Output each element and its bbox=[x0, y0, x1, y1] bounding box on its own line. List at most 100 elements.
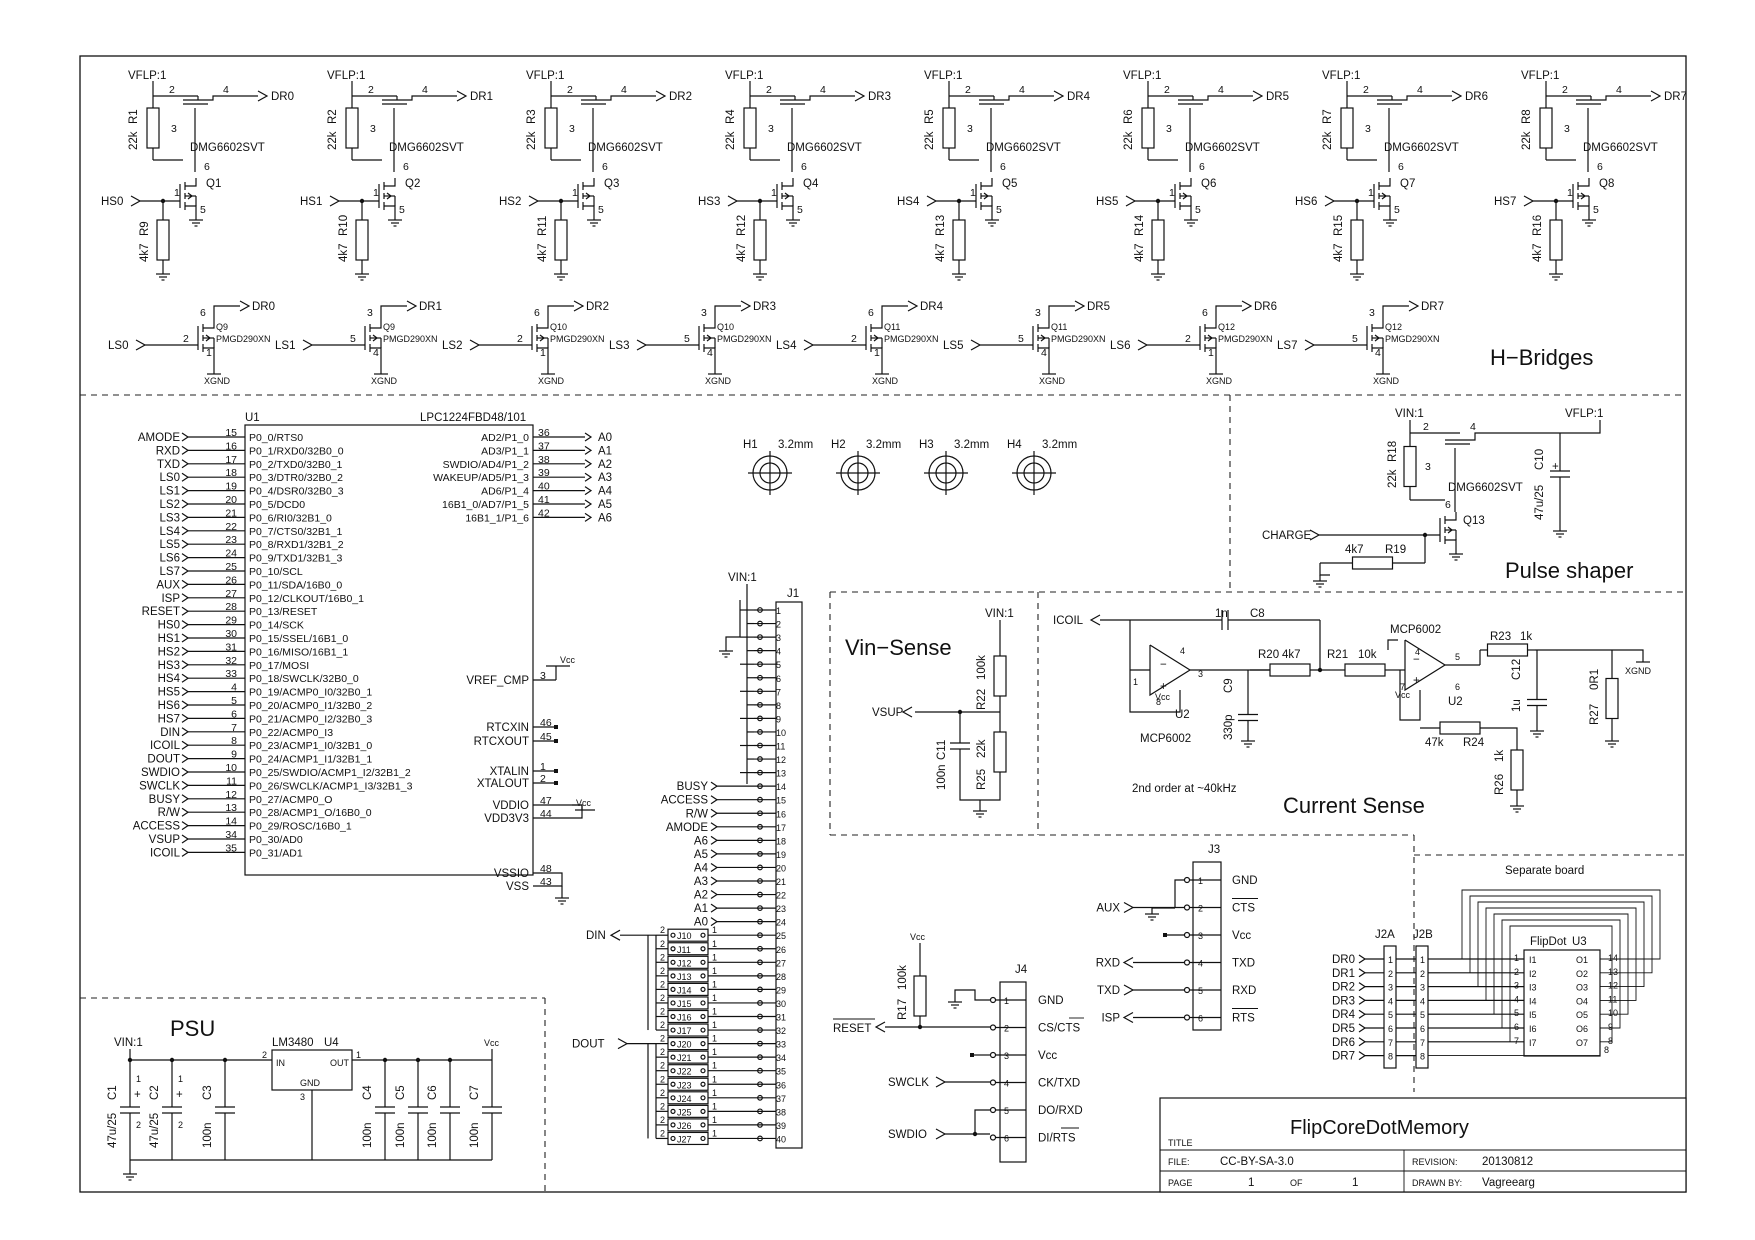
hole-size: 3.2mm bbox=[954, 439, 989, 451]
psu-cap-pin2: 2 bbox=[178, 1120, 183, 1130]
sep-u3-inpin: 4 bbox=[1514, 994, 1519, 1004]
mcu-left-port bbox=[181, 579, 190, 589]
ls-3-fet-drain bbox=[704, 320, 716, 329]
hb-4-out bbox=[1004, 95, 1054, 101]
jumper-pin bbox=[700, 1095, 706, 1101]
hb-0-pin2: 2 bbox=[169, 84, 175, 96]
hb-0-pin1: 1 bbox=[174, 187, 180, 199]
hb-7-pin5: 5 bbox=[1593, 204, 1599, 216]
hb-3-pd-val: 4k7 bbox=[736, 243, 748, 262]
j4-dot bbox=[972, 1131, 978, 1137]
hole-ref: H3 bbox=[919, 439, 934, 451]
hb-6-nfet-drain bbox=[1379, 178, 1391, 187]
hb-5-hs-arrow bbox=[1125, 195, 1137, 207]
jumper-pin bbox=[700, 932, 706, 938]
j1-pin-circle bbox=[757, 932, 763, 939]
sep-j2b-pin: 7 bbox=[1420, 1038, 1425, 1048]
hb-3-dr-label: DR3 bbox=[868, 91, 891, 103]
vin-r25-val: 22k bbox=[976, 739, 988, 758]
sep-u3-outpin: 9 bbox=[1608, 1022, 1613, 1032]
j4-pin-label: DI/RTS bbox=[1038, 1133, 1076, 1145]
ls-6-drain-wire bbox=[1215, 305, 1242, 320]
mcu-right-port bbox=[584, 472, 593, 482]
hb-2-rail-label: VFLP:1 bbox=[526, 70, 564, 82]
hb-7-nfet-drain bbox=[1578, 178, 1590, 187]
ls-3-part: PMGD290XN bbox=[717, 334, 772, 344]
sep-j2b: J2B bbox=[1413, 929, 1433, 941]
hb-4-pin2: 2 bbox=[965, 84, 971, 96]
ls-2-xgnd-label: XGND bbox=[538, 376, 565, 386]
mcu-left-port bbox=[181, 499, 190, 509]
psu-reg-body bbox=[271, 1049, 353, 1091]
mcu-left-fn: P0_12/CLKOUT/16B0_1 bbox=[249, 593, 364, 605]
mcu-left-pinno: 21 bbox=[225, 507, 237, 519]
ls-4-dr-label: DR4 bbox=[920, 301, 944, 313]
hb-5-nfet-source bbox=[1180, 205, 1192, 214]
current-sense-title: Current Sense bbox=[1283, 793, 1425, 818]
psu-title: PSU bbox=[170, 1016, 215, 1041]
jumper-pin bbox=[700, 1108, 706, 1114]
hb-4-q-label: Q5 bbox=[1002, 178, 1017, 190]
jumper-pin2: 2 bbox=[660, 1061, 665, 1071]
j3-pin-label: RTS bbox=[1232, 1013, 1255, 1025]
mcu-left-net: DIN bbox=[160, 727, 180, 739]
j1-pin-circle bbox=[757, 959, 763, 966]
ls-1-dr-label: DR1 bbox=[419, 301, 442, 313]
is-c9-val: 330p bbox=[1223, 714, 1235, 740]
j1-net: ACCESS bbox=[661, 795, 709, 807]
mcu-misc-pinno: 44 bbox=[540, 808, 552, 820]
mcu-left-port bbox=[181, 539, 190, 549]
hb-2-hs-arrow bbox=[528, 195, 540, 207]
j4-r17-body bbox=[913, 975, 927, 1017]
pulse-vin: VIN:1 bbox=[1395, 408, 1424, 420]
mcu-left-port bbox=[181, 526, 190, 536]
mcu-right-fn: WAKEUP/AD5/P1_3 bbox=[433, 472, 529, 484]
j1-ref: J1 bbox=[787, 588, 799, 600]
j4-pinno: 4 bbox=[1004, 1079, 1009, 1089]
ls-5-drain-wire bbox=[1048, 305, 1075, 320]
hb-4-rail-label: VFLP:1 bbox=[924, 70, 962, 82]
j4-pin-circle bbox=[989, 1106, 997, 1114]
j1-pin-circle bbox=[757, 634, 763, 640]
hb-5-pullup-ref: R6 bbox=[1123, 109, 1135, 124]
mcu-left-port bbox=[181, 566, 190, 576]
mcu-left-fn: P0_7/CTS0/32B1_1 bbox=[249, 526, 343, 538]
jumper-pin bbox=[700, 1000, 706, 1006]
is-xgnd-label: XGND bbox=[1625, 666, 1652, 676]
j1-net: A0 bbox=[694, 917, 708, 929]
j4-swclk: SWCLK bbox=[888, 1077, 929, 1089]
mcu-left-fn: P0_8/RXD1/32B1_2 bbox=[249, 539, 344, 551]
mcu-left-fn: P0_4/DSR0/32B0_3 bbox=[249, 486, 344, 498]
pulse-part: DMG6602SVT bbox=[1448, 482, 1523, 494]
hb-0-pin4: 4 bbox=[223, 84, 229, 96]
jumper-pin bbox=[700, 1013, 706, 1020]
j3-pinno: 3 bbox=[1198, 931, 1203, 941]
hb-5-pin3: 3 bbox=[1166, 123, 1172, 135]
ls-2-arrow bbox=[469, 339, 481, 351]
mcu-left-net: LS2 bbox=[160, 499, 180, 511]
hb-1-rail-label: VFLP:1 bbox=[327, 70, 365, 82]
j3-pin-label: CTS bbox=[1232, 903, 1255, 915]
hb-6-pullup-val: 22k bbox=[1322, 131, 1334, 150]
j1-port bbox=[710, 795, 719, 805]
psu-cap-val: 100n bbox=[427, 1122, 439, 1148]
jumper-pin bbox=[670, 1122, 676, 1128]
hb-6-pin4: 4 bbox=[1417, 84, 1423, 96]
ls-6-pin-g: 2 bbox=[1185, 333, 1191, 345]
hb-4-pullup-ref: R5 bbox=[924, 109, 936, 124]
hb-7-dr-arrow bbox=[1650, 90, 1662, 102]
mcu-part: LPC1224FBD48/101 bbox=[420, 412, 526, 424]
ls-3-pin-top: 3 bbox=[701, 307, 707, 319]
is-dot bbox=[1317, 667, 1323, 673]
sep-u3: U3 bbox=[1572, 936, 1587, 948]
hb-0-pullup-body bbox=[146, 107, 160, 149]
hb-4-pd-ref: R13 bbox=[935, 215, 947, 236]
jumper-ref: J14 bbox=[677, 985, 692, 995]
psu-cap-val: 100n bbox=[202, 1122, 214, 1148]
hb-5-pin2: 2 bbox=[1164, 84, 1170, 96]
mcu-left-net: AMODE bbox=[138, 432, 181, 444]
ls-0-label: LS0 bbox=[108, 340, 128, 352]
j1-pinno: 37 bbox=[776, 1094, 786, 1104]
